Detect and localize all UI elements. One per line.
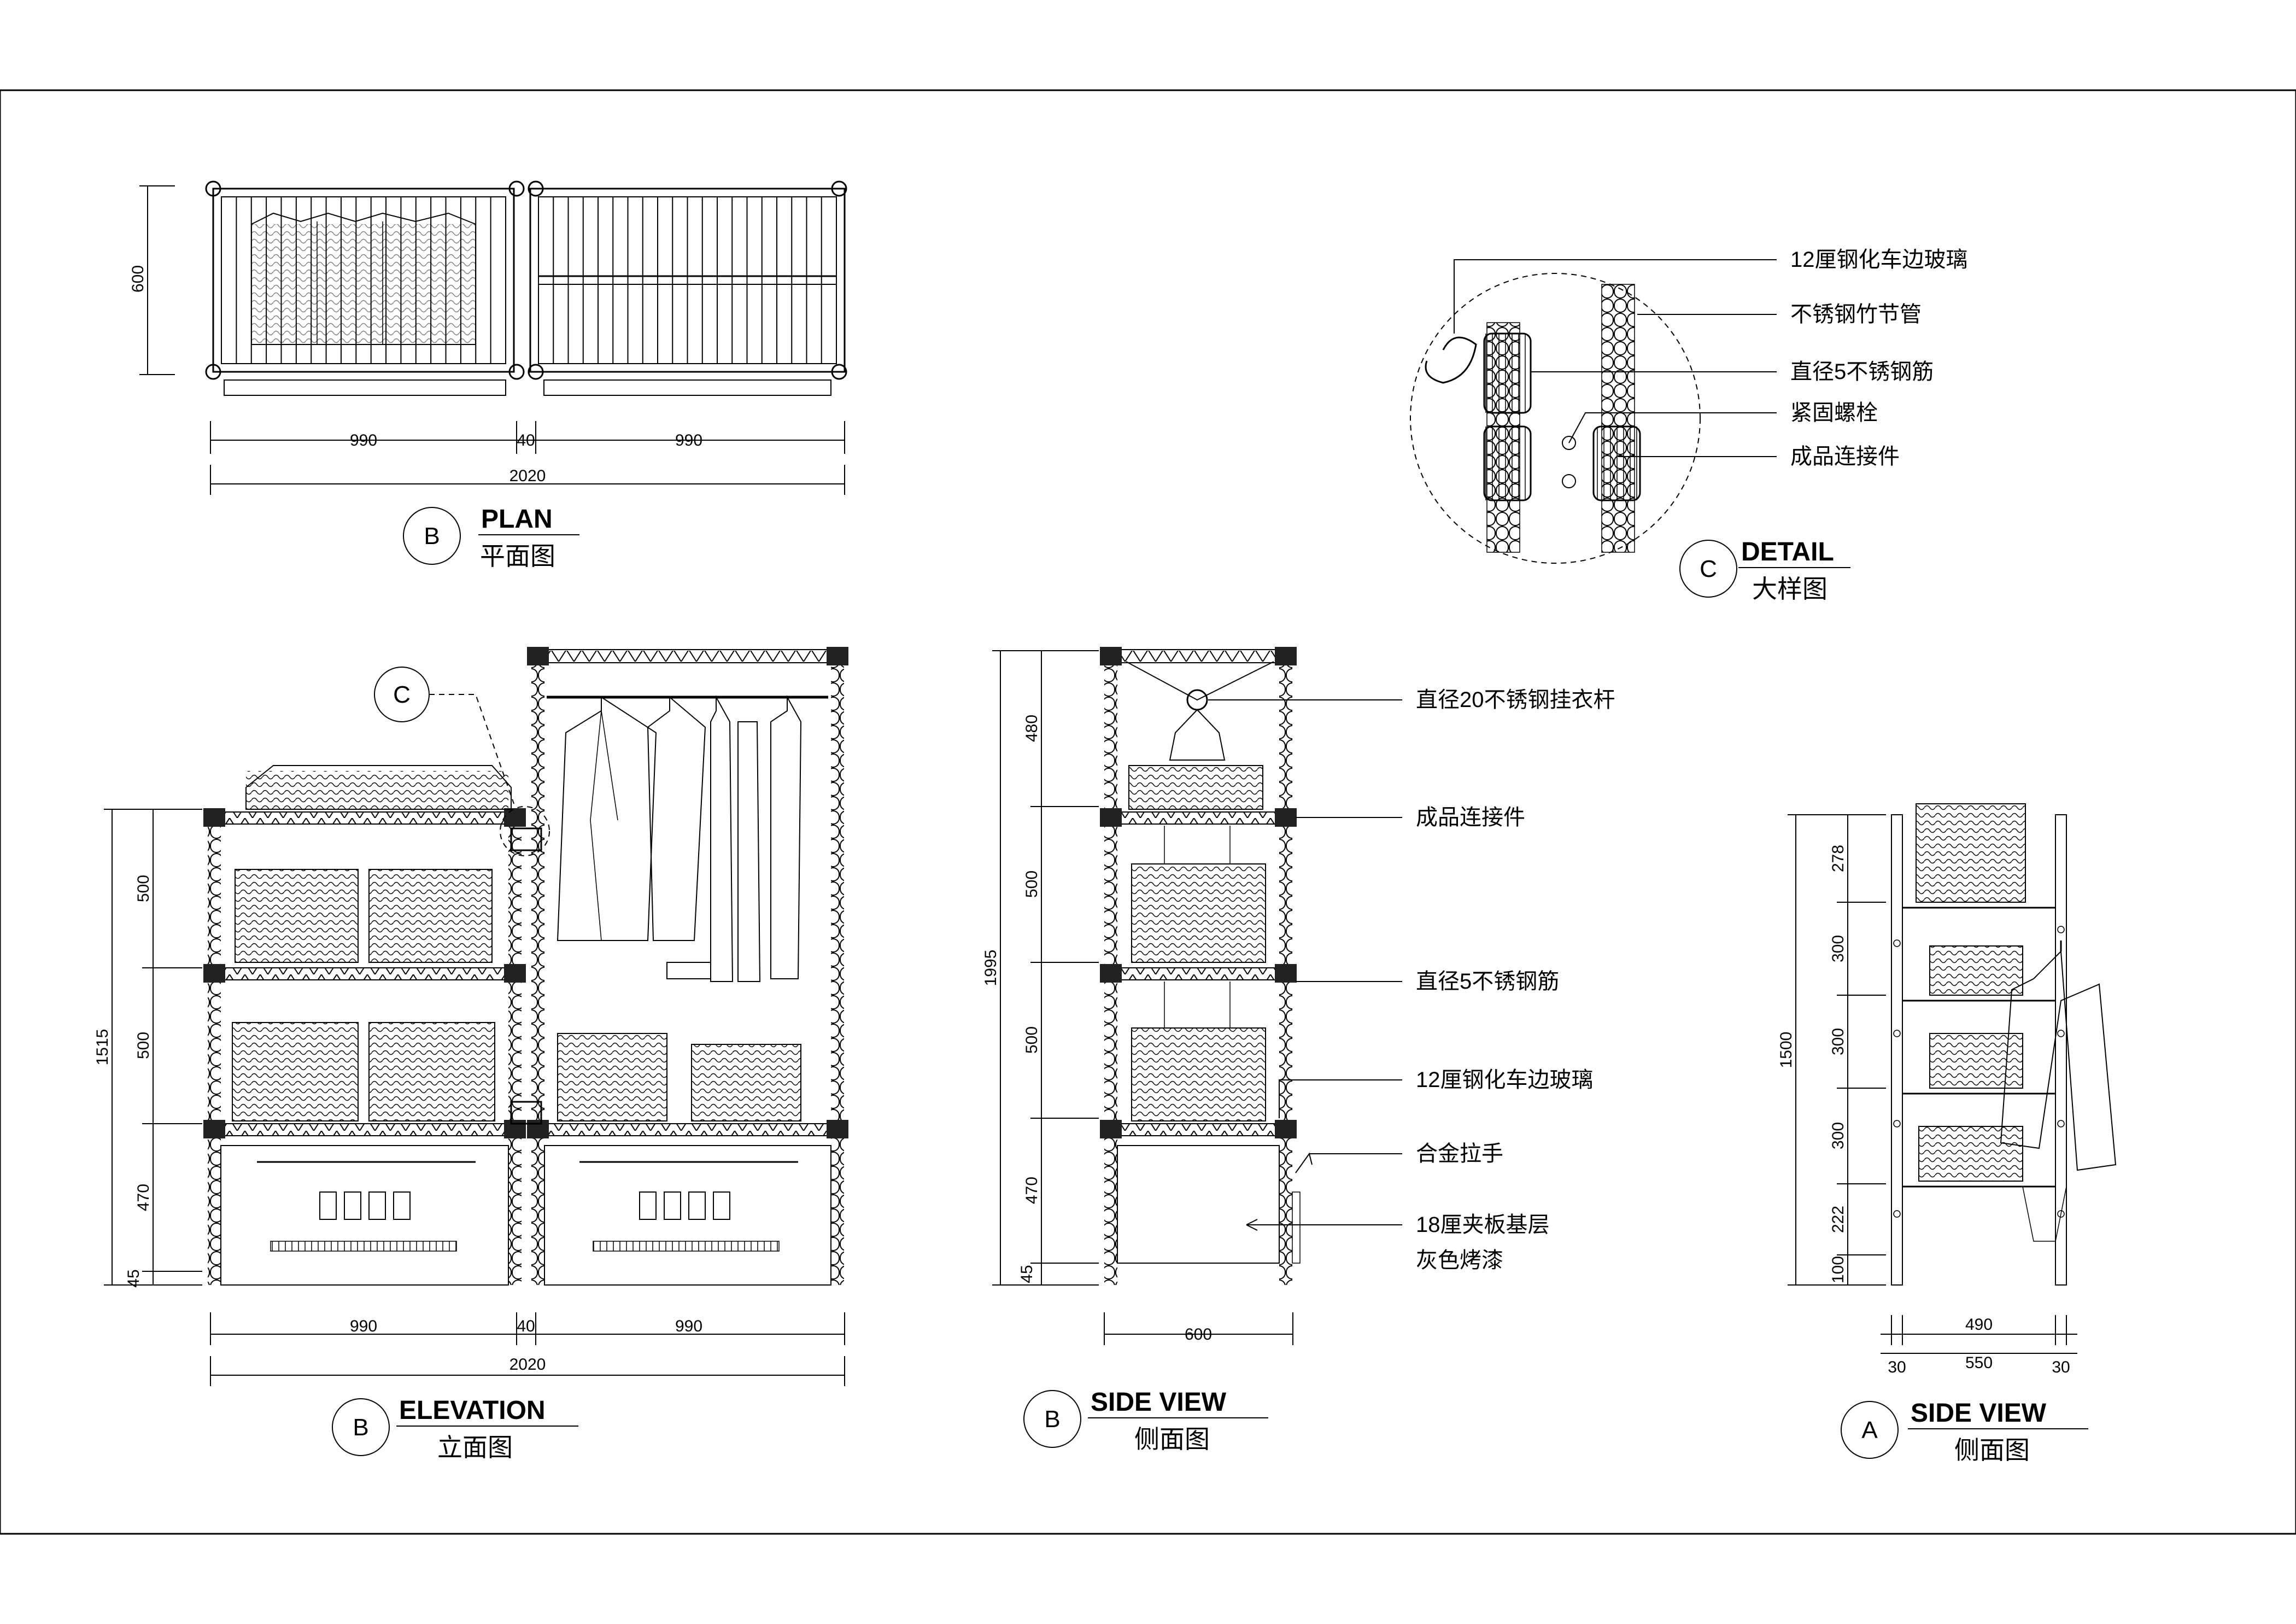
side-view-a: 1500 278 300 300 300 222 100 490 30 550 …	[1777, 803, 2117, 1464]
side-a-dim-h2: 300	[1829, 935, 1847, 962]
elevation-lower-cabinets	[220, 1145, 831, 1286]
side-b-note-hanging-rod: 直径20不锈钢挂衣杆	[1416, 688, 1615, 712]
side-a-dim-h4: 300	[1829, 1122, 1847, 1149]
elevation-dim-gap: 40	[517, 1317, 535, 1335]
side-a-dim-inner: 490	[1965, 1316, 1993, 1334]
side-a-dim-mid: 550	[1965, 1354, 1993, 1372]
elevation-folded-clothes	[232, 765, 801, 1121]
elevation-title: ELEVATION	[399, 1396, 546, 1425]
elevation-dim-h1: 500	[134, 875, 153, 902]
side-b-dim-h2: 500	[1023, 871, 1041, 898]
elevation-hanging-garments	[557, 695, 802, 982]
side-a-clothes	[1916, 803, 2117, 1242]
detail-tubes	[1425, 284, 1641, 553]
plan-dim-height: 600	[129, 265, 147, 293]
plan-dim-left: 990	[350, 431, 377, 449]
side-b-dim-h5: 45	[1018, 1265, 1036, 1283]
plan-title: PLAN	[481, 505, 553, 534]
plan-dim-right: 990	[675, 431, 702, 449]
side-b-note-connector: 成品连接件	[1416, 805, 1525, 829]
side-a-dim-h6: 100	[1829, 1256, 1847, 1283]
side-b-note-steel-rod: 直径5不锈钢筋	[1416, 969, 1559, 994]
side-a-dim-total-height: 1500	[1777, 1032, 1795, 1068]
plan-dim-total: 2020	[509, 467, 546, 485]
plan-subtitle: 平面图	[480, 542, 555, 570]
elevation-dim-total-height: 1515	[93, 1029, 112, 1066]
elevation-subtitle: 立面图	[437, 1433, 513, 1462]
side-b-note-glass: 12厘钢化车边玻璃	[1416, 1068, 1594, 1092]
elevation-dim-h4: 45	[125, 1269, 143, 1287]
elevation-bubble: B	[353, 1414, 368, 1441]
side-a-dim-h1: 278	[1829, 845, 1847, 872]
detail-note-connector: 成品连接件	[1790, 445, 1900, 469]
plan-view: 600 990 40 990 2020 B PLAN 平面图	[129, 180, 847, 570]
side-b-subtitle: 侧面图	[1134, 1425, 1210, 1453]
plan-shirts	[251, 212, 476, 345]
elevation-dim-right: 990	[675, 1317, 702, 1335]
plan-grille-bars	[236, 197, 822, 364]
side-a-bubble: A	[1861, 1417, 1878, 1444]
side-b-clothes	[1128, 709, 1266, 1121]
detail-subtitle: 大样图	[1752, 575, 1828, 603]
side-b-dim-h1: 480	[1023, 715, 1041, 742]
detail-bubble: C	[1700, 556, 1717, 582]
detail-note-steel-rod: 直径5不锈钢筋	[1790, 360, 1934, 384]
plan-dim-gap: 40	[517, 431, 535, 449]
side-a-dim-left: 30	[1888, 1358, 1906, 1376]
detail-view: 12厘钢化车边玻璃 不锈钢竹节管 直径5不锈钢筋 紧固螺栓 成品连接件 C DE…	[1410, 248, 1968, 603]
side-a-dim-right: 30	[2052, 1358, 2070, 1376]
elevation-dim-h2: 500	[134, 1032, 153, 1059]
side-a-dim-h5: 222	[1829, 1206, 1847, 1233]
side-b-note-handle: 合金拉手	[1416, 1142, 1503, 1166]
side-a-dim-h3: 300	[1829, 1028, 1847, 1055]
side-b-note-paint: 灰色烤漆	[1416, 1248, 1503, 1272]
detail-title: DETAIL	[1741, 538, 1834, 566]
detail-note-glass: 12厘钢化车边玻璃	[1790, 248, 1968, 272]
side-b-dim-h3: 500	[1023, 1026, 1041, 1054]
elevation-dim-left: 990	[350, 1317, 377, 1335]
side-b-dim-h4: 470	[1023, 1177, 1041, 1204]
elevation-callout-bubble: C	[393, 681, 411, 708]
plan-bubble: B	[424, 523, 440, 550]
side-b-dim-width: 600	[1185, 1325, 1212, 1343]
elevation-view: C 1515 500 500 470 45 990 40 990 2020 B …	[93, 647, 848, 1462]
elevation-right-shelves	[531, 1123, 845, 1136]
detail-note-bamboo-tube: 不锈钢竹节管	[1790, 302, 1922, 326]
side-b-dim-total-height: 1995	[982, 950, 1000, 986]
detail-note-bolt: 紧固螺栓	[1790, 401, 1878, 425]
elevation-dim-total: 2020	[509, 1356, 546, 1374]
sheet-border	[0, 89, 2296, 1535]
side-a-title: SIDE VIEW	[1911, 1399, 2047, 1428]
side-view-b: 1995 480 500 500 470 45 600 直径20不锈钢挂衣杆 成…	[982, 647, 1615, 1453]
side-b-title: SIDE VIEW	[1091, 1388, 1227, 1417]
side-b-note-plywood: 18厘夹板基层	[1416, 1213, 1550, 1237]
elevation-dim-h3: 470	[134, 1184, 153, 1211]
side-b-bubble: B	[1044, 1406, 1060, 1433]
side-a-subtitle: 侧面图	[1954, 1436, 2030, 1464]
